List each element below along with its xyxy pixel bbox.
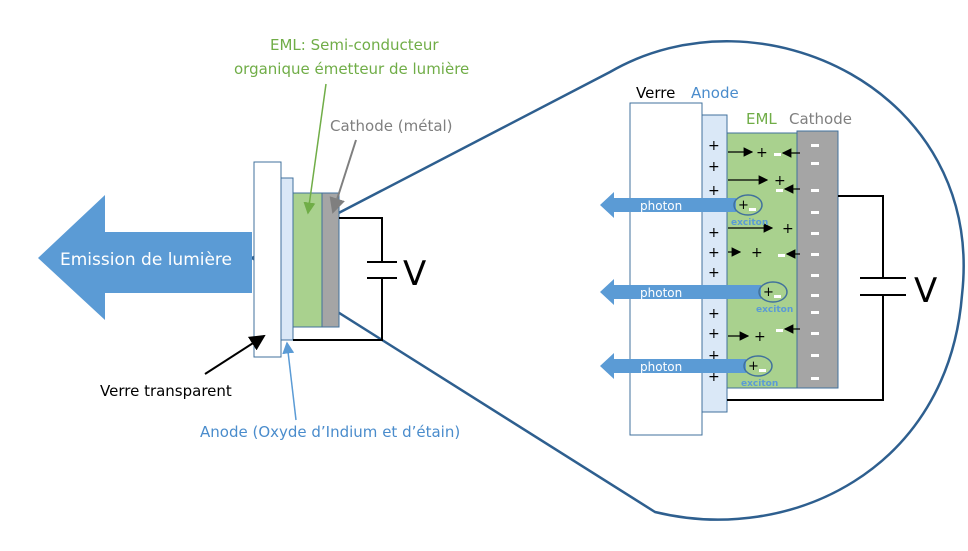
electron-minus [811, 332, 819, 335]
electron-minus [811, 354, 819, 357]
exciton-label: exciton [731, 218, 768, 228]
left-circuit [293, 217, 397, 341]
hole-plus: + [708, 138, 720, 154]
glass-label: Verre transparent [100, 382, 232, 400]
exciton-plus: + [748, 359, 759, 374]
exciton-plus: + [763, 285, 774, 300]
detail-voltage-label: V [914, 271, 937, 311]
hole-plus: + [708, 225, 720, 241]
photon-label: photon [640, 286, 682, 300]
hole-plus: + [708, 265, 720, 281]
detail-anode-label: Anode [691, 84, 739, 102]
exciton-minus [759, 369, 766, 372]
charge-movements: + + + + + [728, 145, 800, 345]
hole-plus: + [782, 221, 794, 237]
electron-minus [811, 274, 819, 277]
hole-plus: + [708, 348, 720, 364]
exciton-label: exciton [741, 379, 778, 389]
electron-minus [811, 232, 819, 235]
emission-label: Emission de lumière [60, 250, 232, 270]
hole-plus: + [708, 245, 720, 261]
cathode-layer [321, 192, 340, 328]
glass-layer [253, 161, 282, 358]
electron-minus [811, 211, 819, 214]
exciton-minus [774, 295, 781, 298]
detail-glass-label: Verre [636, 84, 675, 102]
electron-minus [811, 189, 819, 192]
detail-circuit [727, 195, 906, 401]
hole-plus: + [708, 369, 720, 385]
detail-eml-label: EML [746, 110, 777, 128]
photon-arrow [600, 279, 761, 305]
exciton-minus [749, 208, 756, 211]
detail-glass-layer [629, 102, 703, 436]
cathode-pointer [329, 139, 357, 214]
electron-minus [774, 153, 781, 156]
photon-arrow [600, 353, 746, 379]
electron-minus [811, 162, 819, 165]
electron-minus [776, 189, 783, 192]
hole-plus: + [708, 306, 720, 322]
glass-pointer [204, 334, 266, 375]
detail-cathode-layer [796, 130, 839, 389]
hole-plus: + [754, 329, 766, 345]
photon-emission: photon + exciton [600, 279, 793, 315]
exciton-ellipse [758, 281, 788, 303]
exciton-ellipse [743, 355, 773, 377]
cathode-label: Cathode (métal) [330, 117, 453, 135]
electron-minus [778, 254, 785, 257]
anode-pointer [282, 341, 297, 421]
hole-plus: + [708, 159, 720, 175]
magnifier-outline [249, 40, 965, 521]
photon-label: photon [640, 360, 682, 374]
hole-plus: + [774, 173, 786, 189]
anode-layer [280, 177, 294, 341]
detail-cathode-label: Cathode [789, 110, 852, 128]
hole-plus: + [751, 245, 763, 261]
exciton-label: exciton [756, 305, 793, 315]
hole-plus: + [756, 145, 768, 161]
eml-label-line2: organique émetteur de lumière [234, 60, 469, 78]
electron-minus [811, 311, 819, 314]
electron-minus [811, 253, 819, 256]
hole-plus: + [708, 183, 720, 199]
photon-label: photon [640, 199, 682, 213]
exciton-plus: + [738, 198, 749, 213]
anode-holes: + + + + + + + + + + [708, 138, 720, 385]
eml-layer [292, 192, 323, 328]
anode-label: Anode (Oxyde d’Indium et d’étain) [200, 423, 460, 441]
hole-plus: + [708, 326, 720, 342]
electron-minus [811, 294, 819, 297]
eml-pointer [303, 83, 327, 215]
electron-minus [811, 144, 819, 147]
exciton-ellipse [733, 194, 763, 216]
electron-minus [776, 329, 783, 332]
photon-emission: photon + exciton [600, 192, 768, 228]
eml-label-line1: EML: Semi-conducteur [270, 36, 439, 54]
emission-arrow [38, 195, 252, 320]
left-voltage-label: V [403, 254, 426, 294]
electron-minus [811, 377, 819, 380]
photon-arrow [600, 192, 736, 218]
photon-emissions: photon + exciton photon + exciton photon + excit… [600, 192, 793, 389]
cathode-electrons [811, 144, 819, 380]
photon-emission: photon + exciton [600, 353, 778, 389]
